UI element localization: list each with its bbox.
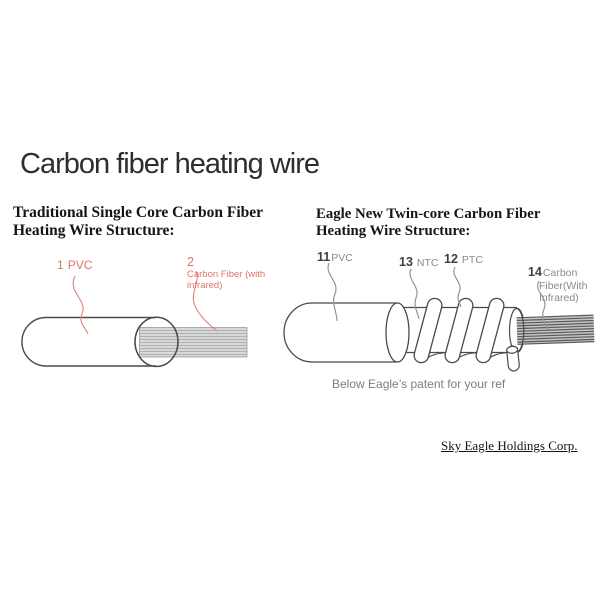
- right-pvc-sheath: [283, 302, 397, 363]
- company-name: Sky Eagle Holdings Corp.: [441, 438, 578, 453]
- label-1-number: 1: [57, 258, 64, 272]
- label-2-text-line2: infrared): [187, 280, 223, 292]
- spiral-ribbon-3: [475, 297, 505, 364]
- spiral-ribbons: [413, 297, 505, 364]
- label-2-number: 2: [187, 255, 194, 269]
- page-title: Carbon fiber heating wire: [20, 148, 320, 180]
- label-14-number: 14: [528, 265, 542, 279]
- left-pvc-sheath: [21, 316, 156, 367]
- right-core-end-arc: [516, 307, 525, 353]
- label-13-number: 13: [399, 255, 413, 269]
- label-11-pvc: 11PVC: [317, 250, 353, 264]
- label-12-text: PTC: [461, 254, 483, 266]
- label-11-text: PVC: [331, 252, 353, 264]
- right-carbon-fiber-bundle: [516, 314, 595, 345]
- left-section-heading: Traditional Single Core Carbon Fiber Hea…: [13, 204, 263, 239]
- hanging-wire-end: [506, 345, 520, 372]
- label-14-text-line1: Carbon: [542, 267, 578, 279]
- right-sheath-end-ellipse: [385, 302, 410, 363]
- left-sheath-end-ellipse: [134, 316, 179, 368]
- helix-back-arcs: [423, 351, 510, 361]
- label-14-text-line2: Fiber(With: [539, 279, 588, 292]
- spiral-ribbon-1: [413, 297, 443, 364]
- label-2-text-line1: Carbon Fiber (with: [187, 268, 266, 280]
- left-wire-diagram: [21, 270, 248, 368]
- spiral-ribbon-2: [444, 297, 474, 364]
- label-11-number: 11: [317, 250, 331, 264]
- label-14-text-line3: Infrared): [539, 292, 579, 305]
- right-leader-lines: [327, 262, 549, 331]
- leader-line-11-pvc: [327, 262, 338, 322]
- leader-line-12-ptc: [453, 266, 462, 308]
- leader-line-1-pvc: [72, 275, 89, 335]
- patent-caption: Below Eagle’s patent for your ref: [332, 377, 506, 391]
- right-wire-diagram: [283, 262, 595, 372]
- label-12-number: 12: [444, 252, 458, 266]
- label-1-text: PVC: [67, 258, 93, 272]
- leader-line-13-ntc: [409, 268, 420, 320]
- label-13-text: NTC: [416, 257, 439, 269]
- label-2-carbon-fiber: 2 Carbon Fiber (with infrared): [187, 256, 265, 292]
- right-section-heading: Eagle New Twin-core Carbon Fiber Heating…: [316, 206, 541, 240]
- leader-line-2-fiber: [192, 270, 218, 332]
- left-carbon-fiber-band: [139, 327, 248, 358]
- label-14-carbon-fiber: 14Carbon Fiber(With Infrared): [528, 265, 587, 305]
- leader-line-14-fiber: [537, 280, 549, 331]
